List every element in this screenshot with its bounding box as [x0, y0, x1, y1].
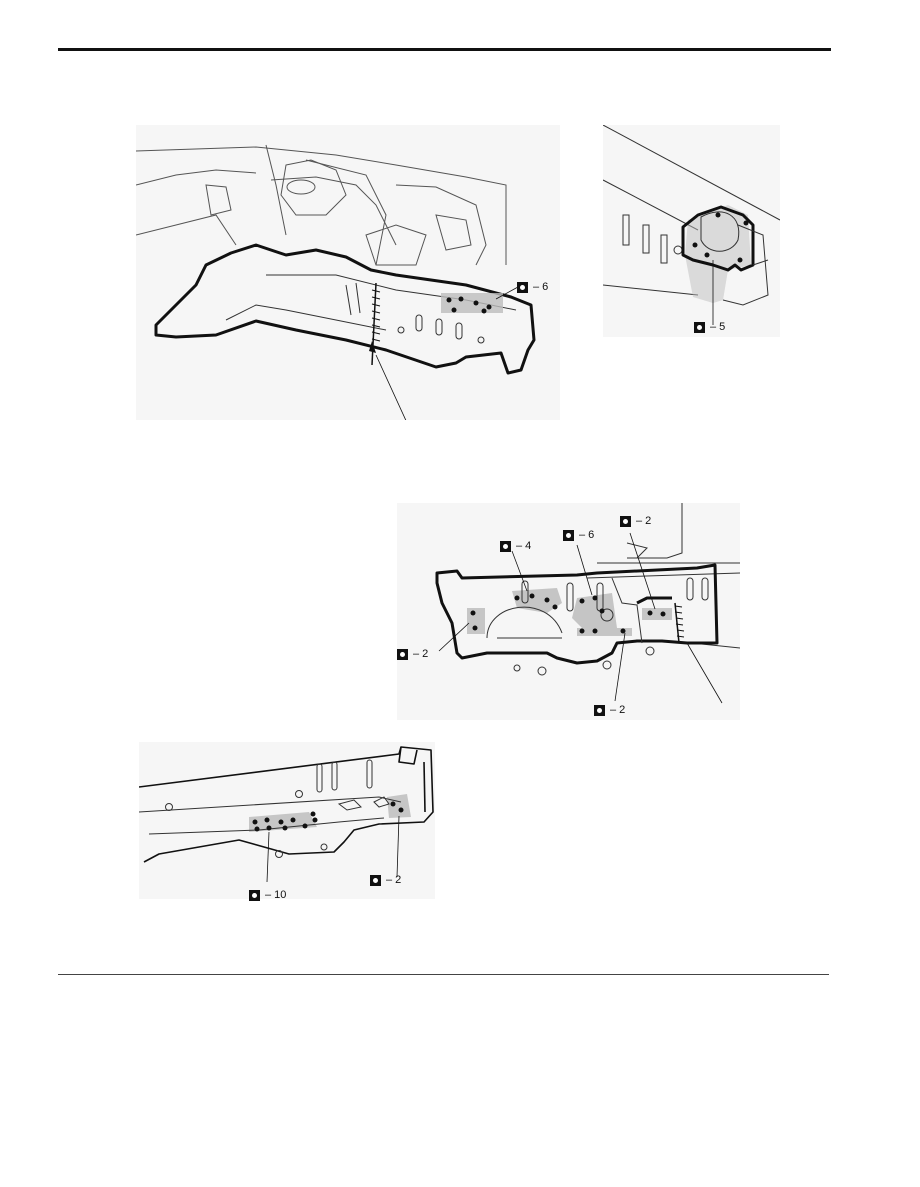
callout-count: – 2: [636, 515, 652, 527]
footer-rule: [58, 974, 829, 975]
callout-count: – 5: [710, 321, 726, 333]
callout-count: – 6: [579, 529, 595, 541]
spot-weld-symbol-icon: [397, 649, 408, 660]
spot-weld-symbol-icon: [563, 530, 574, 541]
callout-spot-weld-2-top: – 2: [620, 516, 651, 527]
callout-count: – 2: [386, 874, 402, 886]
callout-count: – 2: [413, 648, 429, 660]
callout-spot-weld-2-bottom: – 2: [594, 705, 625, 716]
callout-count: – 10: [265, 889, 287, 901]
callout-spot-weld-6-top: – 6: [517, 282, 548, 293]
callout-count: – 2: [610, 704, 626, 716]
callout-spot-weld-2-left: – 2: [397, 649, 428, 660]
spot-weld-symbol-icon: [594, 705, 605, 716]
header-rule: [58, 48, 831, 51]
callout-count: – 4: [516, 540, 532, 552]
callout-spot-weld-6-mid: – 6: [563, 530, 594, 541]
inner-member-drawing: [435, 503, 740, 704]
diagram-lower-member-view: [139, 742, 435, 899]
callout-spot-weld-4: – 4: [500, 541, 531, 552]
callout-spot-weld-2-lower: – 2: [370, 875, 401, 886]
callout-spot-weld-5: – 5: [694, 322, 725, 333]
callout-count: – 6: [533, 281, 549, 293]
diagram-front-end-detail: [603, 125, 780, 337]
spot-weld-symbol-icon: [370, 875, 381, 886]
spot-weld-symbol-icon: [694, 322, 705, 333]
callout-spot-weld-10: – 10: [249, 890, 286, 901]
spot-weld-symbol-icon: [517, 282, 528, 293]
lower-member-drawing: [139, 746, 434, 883]
diagram-front-side-member-overview: [136, 125, 560, 420]
front-end-drawing: [603, 125, 780, 325]
spot-weld-symbol-icon: [500, 541, 511, 552]
spot-weld-symbol-icon: [249, 890, 260, 901]
side-member-drawing: [136, 144, 536, 420]
spot-weld-symbol-icon: [620, 516, 631, 527]
